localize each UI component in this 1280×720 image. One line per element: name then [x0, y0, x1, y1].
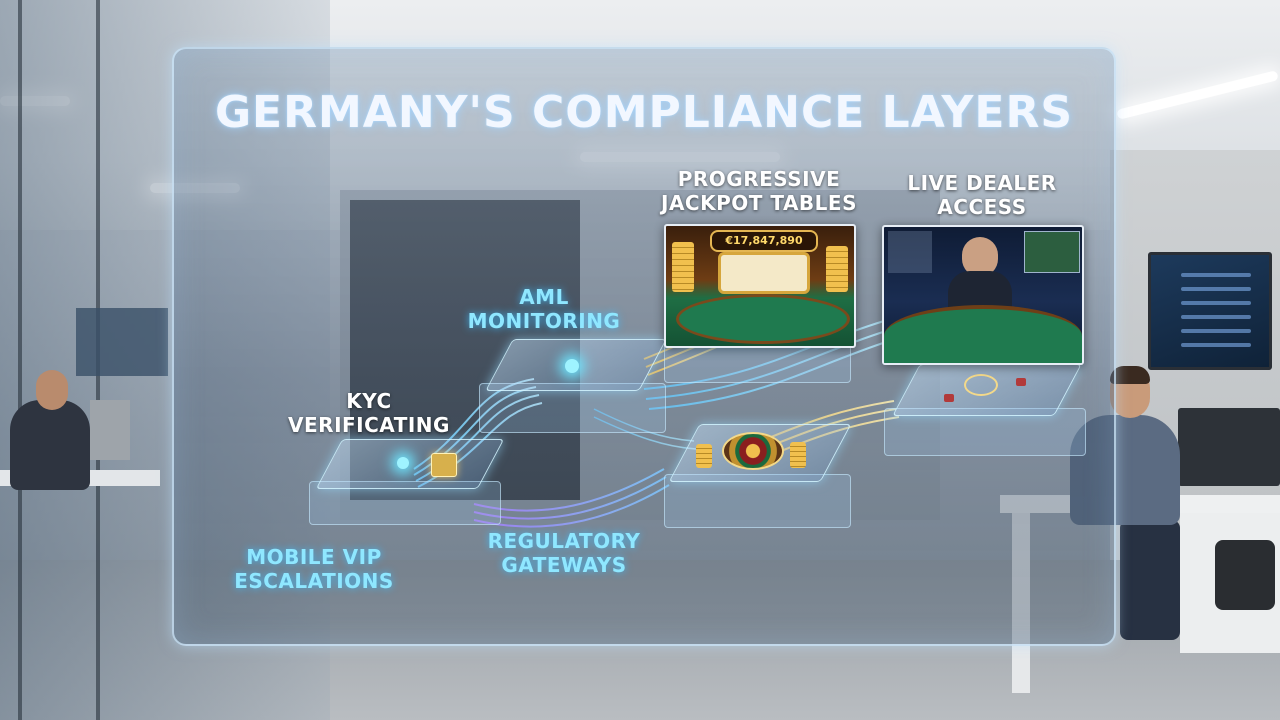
card-chip-icon — [944, 394, 954, 402]
stream-kyc-regulatory — [473, 468, 670, 528]
poker-table-icon — [676, 294, 850, 344]
label-regulatory-gateways: REGULATORY GATEWAYS — [487, 529, 641, 577]
platform-jackpot — [664, 319, 851, 389]
coin-stack-icon — [696, 444, 712, 468]
coin-stack-icon — [790, 442, 806, 468]
person-hair — [1110, 366, 1150, 384]
label-kyc-verificating: KYC VERIFICATING — [288, 389, 450, 437]
back-wall-panel — [350, 200, 580, 500]
chip-icon — [431, 453, 457, 477]
dealer-avatar — [962, 237, 998, 277]
sensor-glow-icon — [565, 359, 579, 373]
coin-stack-icon — [672, 242, 694, 292]
label-aml-monitoring: AML MONITORING — [467, 285, 621, 333]
glass-frame — [18, 0, 22, 720]
stream-aml-regulatory — [593, 408, 697, 450]
office-chair — [1215, 540, 1275, 610]
live-dealer-image — [882, 225, 1084, 365]
chip-glow-icon — [397, 457, 409, 469]
card-chip-icon — [964, 374, 998, 396]
coin-stack-icon — [826, 246, 848, 292]
label-live-dealer-access: LIVE DEALER ACCESS — [907, 171, 1057, 219]
person-seated — [10, 400, 90, 490]
monitor — [90, 400, 130, 460]
page-title: GERMANY'S COMPLIANCE LAYERS — [214, 87, 1074, 138]
platform-kyc — [309, 439, 505, 539]
jackpot-table-image: €17,847,890 — [664, 224, 856, 348]
person-legs — [1120, 520, 1180, 640]
platform-aml — [479, 339, 667, 449]
wall-screen — [76, 308, 168, 376]
platform-live-dealer — [884, 364, 1086, 464]
dealer-sidebar — [888, 231, 932, 273]
wall-tv — [1148, 252, 1272, 370]
person-head — [36, 370, 68, 410]
slot-machine-icon — [718, 252, 810, 294]
hologram-panel: GERMANY'S COMPLIANCE LAYERS — [172, 47, 1116, 646]
card-chip-icon — [1016, 378, 1026, 386]
blackjack-table-icon — [884, 305, 1082, 363]
label-mobile-vip-escalations: MOBILE VIP ESCALATIONS — [234, 545, 394, 593]
ceiling-light — [580, 152, 780, 162]
dealer-screen — [1024, 231, 1080, 273]
label-progressive-jackpot-tables: PROGRESSIVE JACKPOT TABLES — [661, 167, 857, 215]
person-seated — [1070, 415, 1180, 525]
desk-leg — [1012, 513, 1030, 693]
monitor — [1178, 408, 1280, 486]
platform-roulette — [664, 424, 852, 534]
jackpot-counter: €17,847,890 — [710, 230, 818, 252]
roulette-wheel-icon — [722, 432, 784, 470]
